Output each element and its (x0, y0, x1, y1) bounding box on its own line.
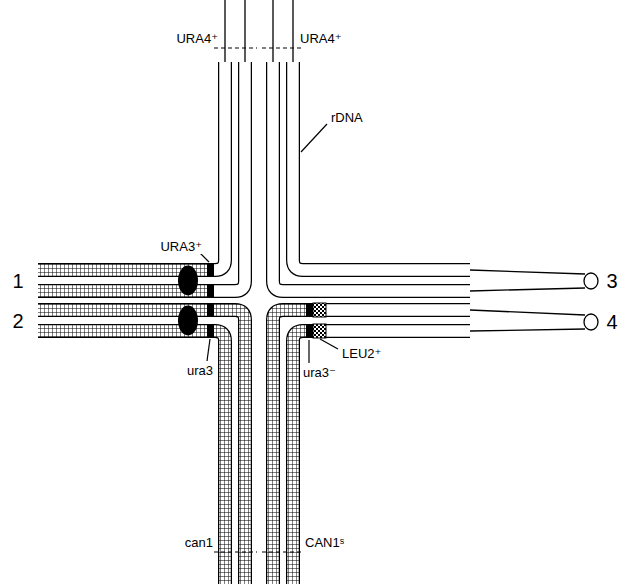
gene-label: URA4⁺ (299, 31, 343, 46)
leu2-marker (313, 303, 326, 338)
chromatid-line (225, 0, 585, 331)
leader-line (200, 124, 338, 363)
callout-number: 1 (11, 270, 24, 292)
gene-label: LEU2⁺ (341, 346, 382, 361)
chromatid-outline (38, 62, 470, 584)
gene-label: URA3⁺ (159, 239, 203, 254)
callout-number: 4 (605, 311, 618, 333)
callout-number: 3 (605, 270, 618, 292)
rdna-chromatid (214, 62, 470, 331)
locus-tick (214, 48, 304, 552)
gene-label: URA4⁺ (175, 31, 219, 46)
gene-label: rDNA (330, 110, 364, 125)
gene-marker (207, 263, 313, 338)
gene-label: CAN1ˢ (304, 535, 345, 550)
telomere-loop (584, 273, 598, 330)
gene-label: ura3⁻ (302, 365, 337, 380)
centromere (178, 266, 198, 336)
striped-chromatid (38, 270, 306, 584)
gene-label: ura3 (186, 363, 214, 378)
gene-label: can1 (184, 535, 214, 550)
callout-number: 2 (11, 310, 24, 332)
